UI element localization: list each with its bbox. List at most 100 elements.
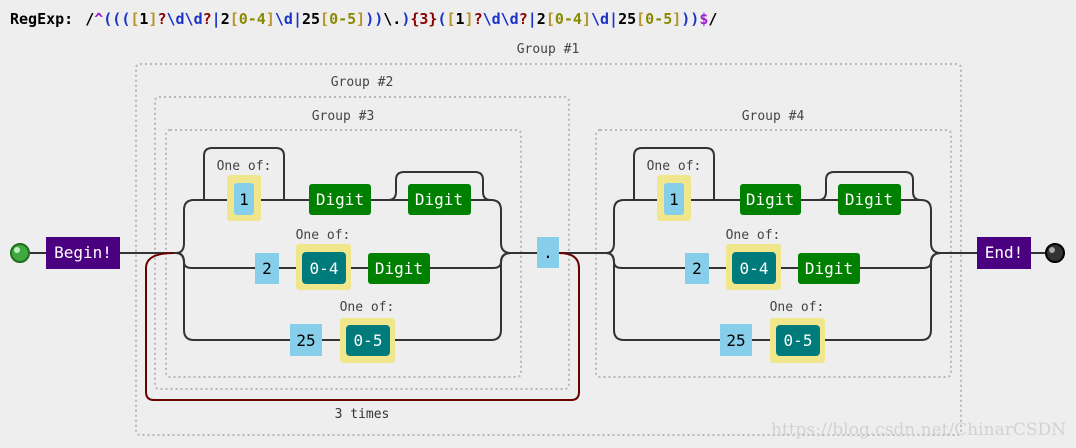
regex-token: \d\d — [166, 10, 203, 28]
regex-token: [ — [446, 10, 456, 28]
g3-digit-3-box — [368, 253, 430, 284]
regex-token: ) — [401, 10, 411, 28]
start-circle-icon — [10, 243, 30, 263]
end-label: End! — [985, 243, 1024, 262]
regex-token: 25 — [301, 10, 321, 28]
regex-token: ? — [473, 10, 483, 28]
g4-digit-3-box — [798, 253, 860, 284]
regex-token: ? — [518, 10, 528, 28]
g3-digit-3: Digit — [375, 259, 423, 278]
regex-token: 2 — [536, 10, 546, 28]
g3-digit-2: Digit — [415, 190, 463, 209]
regex-token: [ — [229, 10, 239, 28]
g4-oneof-label-3: One of: — [770, 300, 825, 315]
g3-range-04: 0-4 — [310, 259, 339, 278]
regex-token: 0-5 — [329, 10, 357, 28]
regex-pattern: /^((([1]?\d\d?|2[0-4]\d|25[0-5]))\.){3}(… — [85, 10, 717, 28]
regex-token: ((( — [103, 10, 131, 28]
regex-token: 1 — [139, 10, 149, 28]
regex-expression-line: RegExp:/^((([1]?\d\d?|2[0-4]\d|25[0-5]))… — [10, 6, 717, 32]
regex-token: | — [527, 10, 537, 28]
regex-token: ( — [437, 10, 447, 28]
regex-token: )) — [365, 10, 384, 28]
g4-digit-1: Digit — [746, 190, 794, 209]
regex-token: \d — [274, 10, 293, 28]
g4-literal-25-box — [720, 324, 752, 356]
regex-token: ] — [581, 10, 591, 28]
regex-token: \. — [383, 10, 402, 28]
g4-literal-25: 25 — [726, 331, 745, 350]
group-1-frame — [135, 63, 962, 436]
regex-token: [ — [130, 10, 140, 28]
g3-literal-25-box — [290, 324, 322, 356]
g4-literal-2-box — [685, 253, 709, 284]
g3-literal-25: 25 — [296, 331, 315, 350]
regex-token: [ — [320, 10, 330, 28]
begin-anchor — [46, 237, 120, 269]
regex-token: ] — [464, 10, 474, 28]
group-1-label: Group #1 — [517, 42, 580, 57]
g3-oneof-label-1: One of: — [217, 159, 272, 174]
g4-range-04-box — [732, 252, 776, 284]
g4-literal-1: 1 — [669, 190, 679, 209]
regex-token: | — [292, 10, 302, 28]
regex-token: ] — [356, 10, 366, 28]
start-circle-highlight — [14, 247, 20, 253]
g3-literal-2-box — [255, 253, 279, 284]
end-circle-highlight — [1049, 247, 1055, 253]
g3-literal-1: 1 — [239, 190, 249, 209]
regex-label: RegExp: — [10, 10, 74, 28]
regex-token: )) — [681, 10, 700, 28]
regex-token: 1 — [455, 10, 465, 28]
g4-digit-2: Digit — [845, 190, 893, 209]
end-anchor — [977, 237, 1031, 269]
g3-oneof-label-3: One of: — [340, 300, 395, 315]
regex-token: 0-4 — [238, 10, 266, 28]
g3-digit-1: Digit — [316, 190, 364, 209]
regex-token: | — [609, 10, 619, 28]
dot-literal: . — [543, 243, 553, 262]
g4-digit-3: Digit — [805, 259, 853, 278]
regex-token: ] — [148, 10, 158, 28]
regex-token: / — [85, 10, 95, 28]
g4-digit-2-box — [838, 184, 901, 215]
g4-oneof-label-2: One of: — [726, 228, 781, 243]
repeat-label: 3 times — [335, 407, 390, 422]
g3-range-04-box — [302, 252, 346, 284]
g3-range-05-box — [346, 325, 390, 356]
group-4-label: Group #4 — [742, 109, 805, 124]
g3-literal-2: 2 — [262, 259, 272, 278]
g3-literal-1-box — [234, 183, 254, 215]
g4-oneof-label-1: One of: — [647, 159, 702, 174]
regex-token: ? — [202, 10, 212, 28]
group-3-wires — [175, 147, 512, 341]
group-3-label: Group #3 — [312, 109, 375, 124]
g3-range-05: 0-5 — [354, 331, 383, 350]
regex-token: 25 — [618, 10, 637, 28]
regex-token: ] — [265, 10, 275, 28]
regex-token: \d — [590, 10, 610, 28]
g3-oneof-label-2: One of: — [296, 228, 351, 243]
watermark-text: https://blog.csdn.net/ChinarCSDN — [770, 420, 1066, 440]
g4-digit-1-box — [740, 184, 801, 215]
g4-literal-2: 2 — [692, 259, 702, 278]
regex-token: 0-4 — [554, 10, 582, 28]
dot-literal-box — [537, 237, 559, 268]
end-circle-icon — [1045, 243, 1065, 263]
g4-range-04: 0-4 — [740, 259, 769, 278]
regex-token: / — [708, 10, 718, 28]
regex-token: \d\d — [482, 10, 519, 28]
group-2-label: Group #2 — [331, 75, 394, 90]
regex-token: ? — [157, 10, 167, 28]
repeat-loop — [145, 252, 580, 401]
g3-digit-2-box — [408, 184, 471, 215]
regex-token: {3} — [410, 10, 438, 28]
group-4-wires — [605, 147, 942, 341]
regex-token: [ — [636, 10, 646, 28]
g4-range-05-box — [776, 325, 820, 356]
g4-literal-1-box — [664, 183, 684, 215]
regex-token: ^ — [94, 10, 104, 28]
regex-token: $ — [699, 10, 709, 28]
group-2-frame — [154, 96, 570, 390]
